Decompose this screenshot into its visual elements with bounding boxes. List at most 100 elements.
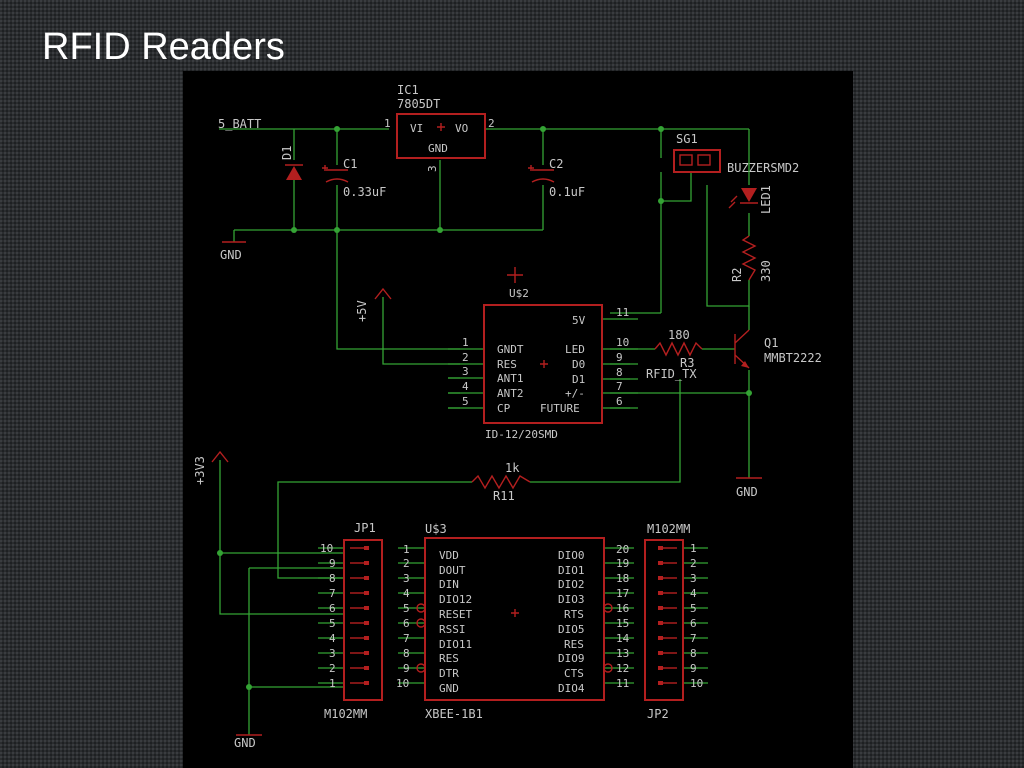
u3-right-pin-name: RES [564,638,584,651]
u3-left-pin-num: 2 [403,557,410,570]
u3-right-pin-num: 20 [616,543,629,556]
u3-left-pin-name: DIO12 [439,593,472,606]
u3-right-pin-num: 16 [616,602,629,615]
u3-left-pin-num: 6 [403,617,410,630]
jp1-pin-num: 1 [329,677,336,690]
u3-left-pin-name: RSSI [439,623,466,636]
gnd-symbol-top: GND [220,241,246,262]
q1-transistor: Q1 MMBT2222 [734,329,822,369]
u3-right-pin-num: 14 [616,632,630,645]
led1-ref: LED1 [759,185,773,214]
net-label-batt: 5_BATT [218,117,261,131]
jp2-header: M102MM JP2 1 2 3 4 5 6 7 8 9 10 [644,522,703,721]
u3-right-pin-name: DIO5 [558,623,585,636]
jp1-pin-num: 9 [329,557,336,570]
u3-value: XBEE-1B1 [425,707,483,721]
r3-ref: R3 [680,356,694,370]
u3-right-pin-num: 15 [616,617,629,630]
u2-right-pin-num: 6 [616,395,623,408]
r11-resistor: 1k R11 [471,461,531,503]
u3-left-pin-name: VDD [439,549,459,562]
jp1-pin-num: 6 [329,602,336,615]
jp2-pin-num: 2 [690,557,697,570]
u3-left-pin-name: DIN [439,578,459,591]
r11-value: 1k [505,461,520,475]
u2-left-pin-num: 2 [462,351,469,364]
jp1-pin-num: 2 [329,662,336,675]
u2-right-pin-num: 7 [616,380,623,393]
jp1-pin-num: 5 [329,617,336,630]
jp2-ref: JP2 [647,707,669,721]
r2-resistor: R2 330 [730,235,773,282]
jp1-value: M102MM [324,707,367,721]
jp2-pin-num: 6 [690,617,697,630]
u3-right-pin-num: 12 [616,662,629,675]
r3-resistor: 180 R3 [654,328,703,370]
u3-left-pin-num: 1 [403,543,410,556]
sg1-buzzer: SG1 BUZZERSMD2 [673,132,799,175]
jp2-pin-num: 10 [690,677,703,690]
jp1-pin-num: 4 [329,632,336,645]
ic1-regulator: IC1 7805DT VI VO GND 1 2 3 [384,83,495,172]
ic1-pin1: 1 [384,117,391,130]
jp2-pin-num: 8 [690,647,697,660]
supply-label-5v: +5V [355,300,369,322]
q1-value: MMBT2222 [764,351,822,365]
c2-value: 0.1uF [549,185,585,199]
schematic-diagram: 5_BATT GND GND GND +5V +3V3 RFID_TX IC1 … [193,83,822,750]
u2-left-pin-name: GNDT [497,343,524,356]
u2-right-pin-name: D1 [572,373,585,386]
u2-right-pin-name: FUTURE [540,402,580,415]
u3-left-pin-num: 5 [403,602,410,615]
u3-right-pin-name: DIO0 [558,549,585,562]
jp2-pin-num: 7 [690,632,697,645]
u3-left-pin-name: RESET [439,608,472,621]
u2-right-pin-num: 9 [616,351,623,364]
u3-right-pin-num: 17 [616,587,629,600]
jp2-pin-num: 1 [690,542,697,555]
u3-ref: U$3 [425,522,447,536]
net-battery: 5_BATT [218,117,261,131]
d1-diode: D1 [280,146,303,180]
u2-value: ID-12/20SMD [485,428,558,441]
u2-right-pin-num: 11 [616,306,629,319]
u3-left-pin-name: RES [439,652,459,665]
jp1-pin-num: 3 [329,647,336,660]
ic1-pin2: 2 [488,117,495,130]
u3-left-pin-name: DIO11 [439,638,472,651]
u2-left-pin-num: 3 [462,365,469,378]
sg1-value: BUZZERSMD2 [727,161,799,175]
u2-left-pin-name: ANT1 [497,372,524,385]
jp2-pin-num: 5 [690,602,697,615]
supply-3v3: +3V3 [193,450,229,485]
ic1-ref: IC1 [397,83,419,97]
jp1-pin-num: 7 [329,587,336,600]
u3-right-pin-name: DIO9 [558,652,585,665]
u2-right-pin-num: 10 [616,336,629,349]
c1-ref: C1 [343,157,357,171]
u3-left-pin-num: 7 [403,632,410,645]
supply-5v: +5V [355,287,392,322]
jp2-pin-num: 4 [690,587,697,600]
gnd-symbol-right: GND [736,477,762,499]
led1: LED1 [728,185,773,214]
u3-left-pin-num: 9 [403,662,410,675]
c1-value: 0.33uF [343,185,386,199]
q1-ref: Q1 [764,336,778,350]
u2-right-pin-name: D0 [572,358,585,371]
c2-capacitor: C2 0.1uF [528,157,585,199]
u3-left-pin-name: DTR [439,667,459,680]
u3-right-pin-name: DIO4 [558,682,585,695]
u2-left-pin-num: 4 [462,380,469,393]
u2-right-pin-name: +/- [565,387,585,400]
u3-left-pin-name: GND [439,682,459,695]
u3-right-pin-num: 18 [616,572,629,585]
ic1-pin-gnd: GND [428,142,448,155]
u3-left-pin-num: 3 [403,572,410,585]
jp2-value: M102MM [647,522,690,536]
u3-right-pin-name: DIO3 [558,593,585,606]
ic1-value: 7805DT [397,97,440,111]
u2-left-pin-num: 1 [462,336,469,349]
c1-capacitor: C1 0.33uF [322,157,386,199]
u3-left-pin-num: 10 [396,677,409,690]
